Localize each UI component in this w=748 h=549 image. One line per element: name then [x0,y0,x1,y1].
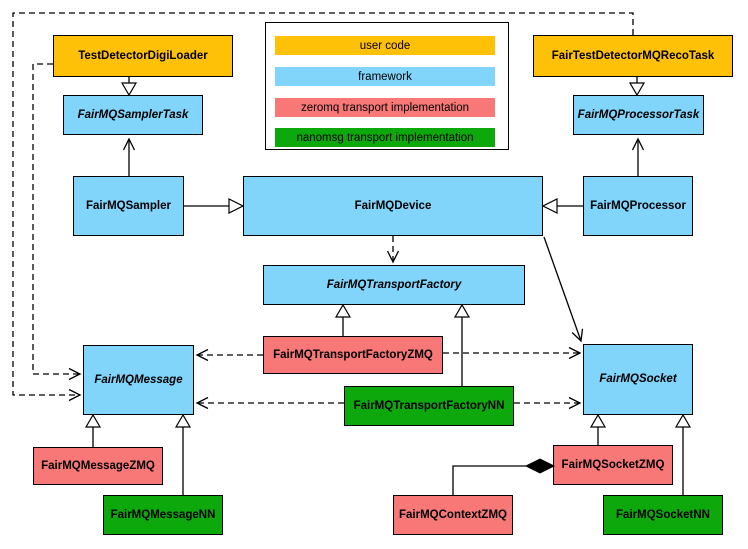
node-fairmqcontextzmq: FairMQContextZMQ [393,495,513,535]
legend-item-nanomsg: nanomsg transport implementation [275,128,495,147]
edge-inheritance-testdetectordigiloader-fairmqsamplertask [120,77,138,97]
node-label: FairTestDetectorMQRecoTask [551,49,715,62]
node-label: TestDetectorDigiLoader [78,49,208,62]
node-fairtestdetectormqrecotask: FairTestDetectorMQRecoTask [533,35,733,77]
node-label: FairMQMessageNN [110,508,216,521]
edge-inheritance-fairmqtransportfactoryzmq-fairmqtransportfactory [334,303,352,336]
node-label: FairMQDevice [354,199,432,212]
node-label: FairMQMessageZMQ [41,459,155,472]
node-label: FairMQSocket [599,373,677,386]
node-fairmqprocessortask: FairMQProcessorTask [573,95,704,135]
edge-inheritance-fairmqsocketnn-fairmqsocket [674,413,692,495]
node-label: FairMQSocketZMQ [561,458,665,471]
node-label: FairMQMessage [94,373,183,386]
node-label: FairMQSamplerTask [77,108,189,121]
node-label: FairMQTransportFactoryNN [353,399,505,412]
edge-inheritance-fairmqmessagezmq-fairmqmessage [84,413,102,447]
legend-item-zeromq: zeromq transport implementation [275,98,495,117]
node-label: FairMQProcessor [590,199,686,212]
legend-label: zeromq transport implementation [300,101,470,114]
node-fairmqsamplertask: FairMQSamplerTask [63,95,203,135]
legend-label: nanomsg transport implementation [296,131,474,144]
node-label: FairMQSampler [86,199,171,212]
node-fairmqtransportfactoryzmq: FairMQTransportFactoryZMQ [263,336,443,374]
edge-inheritance-fairmqmessagenn-fairmqmessage [174,413,192,495]
legend-item-framework: framework [275,67,495,86]
node-label: FairMQProcessorTask [577,108,700,121]
edge-inheritance-fairmqsocketzmq-fairmqsocket [589,413,607,445]
edge-inheritance-fairmqsampler-fairmqdevice [184,198,245,214]
node-label: FairMQTransportFactory [326,278,462,291]
node-fairmqmessagenn: FairMQMessageNN [103,495,223,535]
edge-aggregation-fairmqcontextzmq-fairmqsocketzmq [452,458,556,495]
node-fairmqsocketnn: FairMQSocketNN [603,495,723,535]
legend-label: user code [359,39,411,52]
legend-item-user-code: user code [275,36,495,55]
edge-inheritance-fairmqprocessor-fairmqdevice [541,198,583,214]
node-label: FairMQSocketNN [616,508,710,521]
legend-label: framework [358,70,412,83]
node-fairmqmessage: FairMQMessage [83,345,194,415]
node-fairmqsampler: FairMQSampler [73,176,184,236]
legend-box: user code framework zeromq transport imp… [265,22,509,150]
edge-association-fairmqdevice-fairmqsocket [543,236,584,343]
node-fairmqtransportfactorynn: FairMQTransportFactoryNN [344,386,514,426]
node-fairmqprocessor: FairMQProcessor [583,176,693,236]
edge-inheritance-fairtestdetectormqrecotask-fairmqprocessortask [628,77,646,97]
node-fairmqmessagezmq: FairMQMessageZMQ [33,447,163,485]
node-testdetectordigiloader: TestDetectorDigiLoader [53,35,233,77]
node-fairmqdevice: FairMQDevice [243,176,543,236]
node-label: FairMQContextZMQ [399,508,507,521]
edge-inheritance-fairmqtransportfactorynn-fairmqtransportfactory [453,303,471,386]
node-fairmqtransportfactory: FairMQTransportFactory [263,265,525,305]
node-label: FairMQTransportFactoryZMQ [273,348,433,361]
node-fairmqsocketzmq: FairMQSocketZMQ [553,445,673,485]
node-fairmqsocket: FairMQSocket [583,344,693,415]
